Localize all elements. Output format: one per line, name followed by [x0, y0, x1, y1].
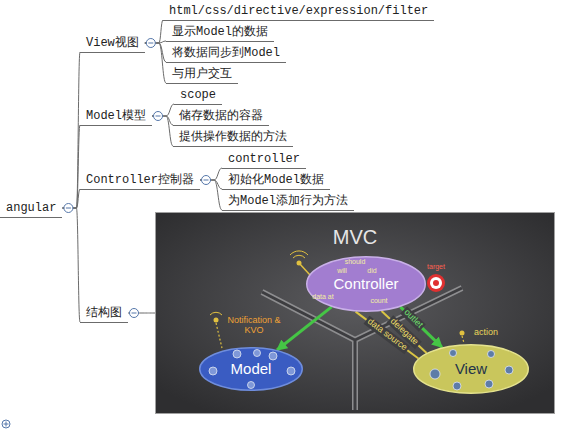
topic-text: Model模型: [86, 109, 146, 123]
topic-text: angular: [6, 201, 56, 215]
topic-text: 储存数据的容器: [179, 109, 263, 123]
topic-text: 与用户交互: [172, 67, 232, 81]
root-topic: angular: [0, 199, 62, 218]
note-label: target: [427, 263, 445, 271]
leaf-topic: 初始化Model数据: [222, 171, 330, 190]
branch-connector: [152, 116, 173, 146]
collapse-button: [146, 39, 155, 48]
antenna-wave: [210, 312, 222, 315]
view-ellipse: View: [413, 344, 529, 394]
antenna-dot: [214, 318, 219, 323]
note-label: action: [474, 328, 498, 338]
bubble: [488, 351, 495, 358]
leaf-topic: 提供操作数据的方法: [173, 128, 293, 147]
antenna-dot: [297, 261, 302, 266]
bubble: [485, 380, 493, 388]
topic-text: 提供操作数据的方法: [179, 130, 287, 144]
leaf-topic: 显示Model的数据: [166, 23, 274, 42]
data-source-line: [356, 312, 419, 359]
ellipse-shape: [200, 348, 303, 391]
collapse-minus: [156, 116, 161, 117]
ellipse-shape: [414, 345, 529, 394]
panel-ground: [155, 212, 555, 414]
ellipse-label: Controller: [333, 276, 398, 292]
collapse-button: [64, 204, 73, 213]
leaf-topic: 将数据同步到Model: [166, 44, 286, 63]
branch-connector: [62, 52, 80, 208]
leaf-topic: html/css/directive/expression/filter: [163, 2, 434, 21]
collapse-circle: [64, 204, 73, 213]
collapse-button: [202, 176, 211, 185]
bubble: [209, 367, 217, 375]
topic-text: 结构图: [86, 306, 122, 320]
topic-text: 为Model添加行为方法: [228, 194, 348, 208]
expand-button: [4, 422, 9, 427]
note-label: Notification & KVO: [223, 316, 285, 336]
leaf-topic: 与用户交互: [166, 65, 238, 84]
branch-connector: [62, 208, 80, 322]
topic-text: 初始化Model数据: [228, 173, 324, 187]
edge-label: outlet: [400, 306, 426, 331]
branch-topic: Model模型: [80, 107, 152, 126]
topic-text: View视图: [86, 36, 139, 50]
topic-text: Controller控制器: [86, 173, 194, 187]
bubble: [430, 369, 440, 379]
model-ellipse: Model: [199, 347, 303, 391]
branch-connector: [200, 180, 222, 210]
bubble: [453, 382, 461, 390]
collapse-circle: [154, 112, 163, 121]
ellipse-shape: [307, 257, 426, 312]
bubble: [254, 350, 261, 357]
panel-title: MVC: [156, 225, 554, 249]
topic-text: 显示Model的数据: [172, 25, 268, 39]
collapse-minus: [148, 43, 153, 44]
branch-topic: Controller控制器: [80, 171, 200, 190]
controller-ellipse: Controller: [306, 256, 426, 312]
branch-topic: View视图: [80, 34, 145, 53]
collapse-circle: [202, 176, 211, 185]
expand-button: [2, 420, 10, 428]
flow-arrow: [400, 307, 442, 347]
topic-text: controller: [228, 152, 300, 166]
target-icon: [430, 277, 442, 289]
collapse-minus: [204, 180, 209, 181]
antenna-line: [216, 323, 222, 348]
leaf-topic: scope: [174, 86, 222, 105]
bubble: [287, 367, 295, 375]
edge-label: data source: [364, 316, 411, 354]
topic-text: html/css/directive/expression/filter: [169, 4, 428, 18]
edge-label: delegate: [387, 315, 422, 348]
branch-connector: [62, 125, 80, 208]
collapse-circle: [130, 309, 139, 318]
branch-connector: [128, 313, 155, 314]
leaf-topic: controller: [222, 150, 306, 169]
branch-connector: [145, 43, 166, 83]
topic-text: 将数据同步到Model: [172, 46, 280, 60]
bubble: [269, 352, 277, 360]
bubble: [450, 350, 457, 357]
ellipse-label: Model: [231, 361, 272, 377]
bubble: [233, 350, 241, 358]
topic-text: scope: [180, 88, 216, 102]
collapse-minus: [66, 208, 71, 209]
bubble: [505, 366, 513, 374]
image-panel: MVC ControllerModel View: [155, 212, 555, 414]
antenna-line: [462, 336, 464, 343]
collapse-circle: [146, 39, 155, 48]
collapse-minus: [132, 313, 137, 314]
antenna-wave: [290, 251, 308, 258]
antenna-dot: [460, 331, 465, 336]
collapse-button: [130, 309, 139, 318]
target-icon: [427, 274, 445, 292]
flow-arrow: [277, 307, 332, 350]
leaf-topic: 储存数据的容器: [173, 107, 269, 126]
ellipse-label: View: [455, 361, 487, 377]
branch-topic: 结构图: [80, 304, 128, 323]
collapse-button: [154, 112, 163, 121]
bubble: [248, 382, 255, 389]
leaf-topic: 为Model添加行为方法: [222, 192, 354, 211]
target-icon: [433, 280, 439, 286]
